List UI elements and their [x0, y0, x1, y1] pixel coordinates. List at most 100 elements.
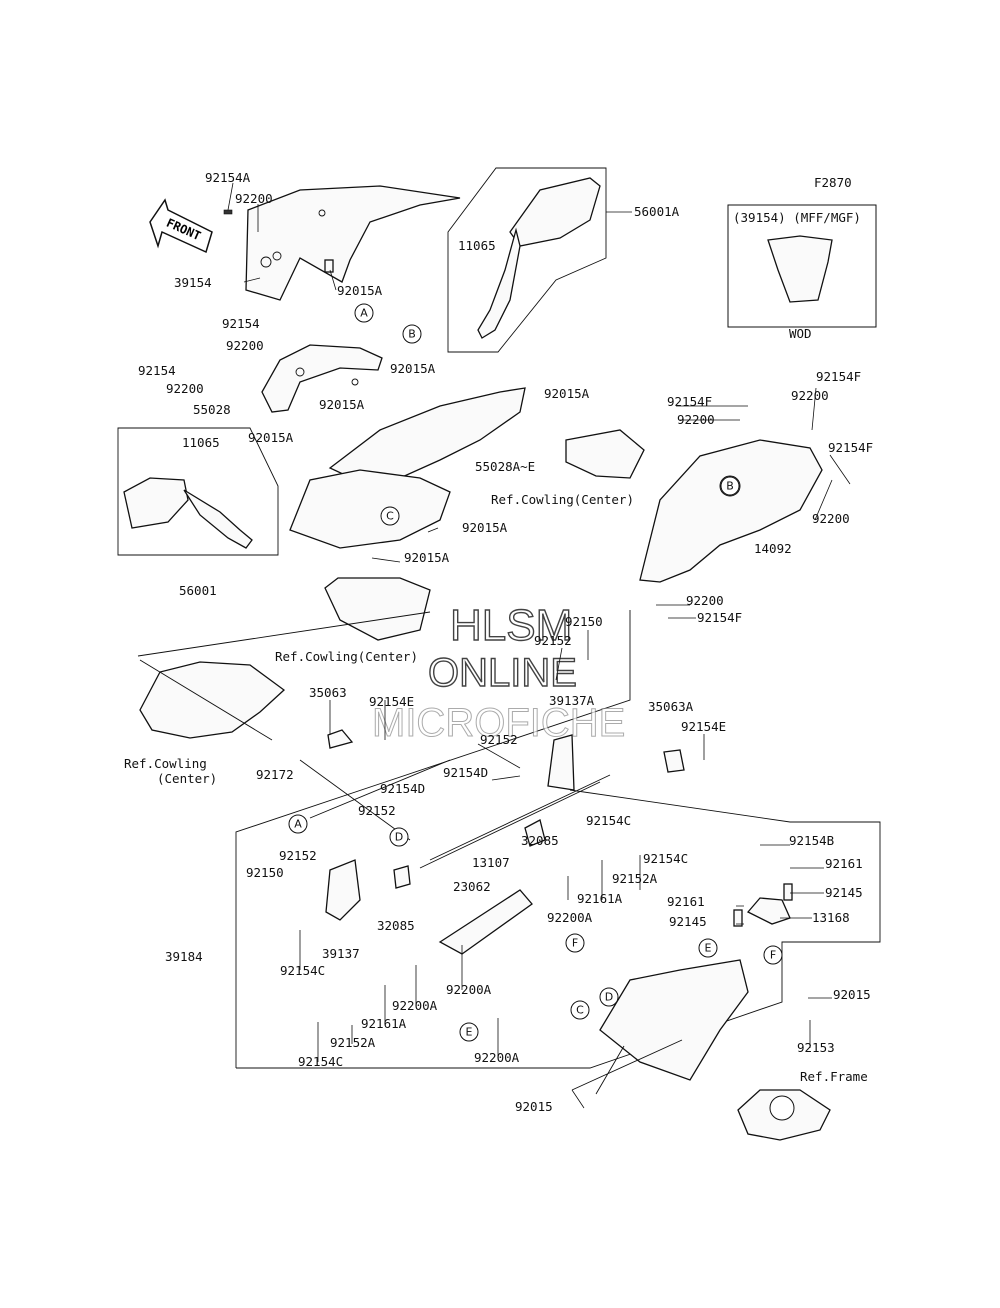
part-number: 92154C	[586, 813, 631, 828]
part-number: 92015	[515, 1099, 553, 1114]
part-number: 92161A	[577, 891, 623, 906]
part-number: 92145	[669, 914, 707, 929]
stay-brackets	[325, 729, 685, 955]
part-number: 92154C	[643, 851, 688, 866]
ref-cowling-center: Ref.Cowling(Center)	[275, 649, 418, 664]
part-number: 13168	[812, 910, 850, 925]
inset-caption: WOD	[789, 326, 812, 341]
inner-cowling-left	[261, 344, 383, 413]
marker-f: F	[572, 937, 578, 950]
part-number: 92154F	[828, 440, 873, 455]
part-number: 92154F	[697, 610, 742, 625]
lower-bracket-part	[599, 959, 831, 1141]
marker-b-2: B	[726, 480, 734, 493]
part-number: 92015A	[390, 361, 436, 376]
mirror-right-part	[447, 167, 607, 353]
part-number: 92015A	[248, 430, 294, 445]
part-number: 92152	[279, 848, 317, 863]
leader-lines	[299, 387, 851, 1109]
part-number: 56001	[179, 583, 217, 598]
part-number: 92154	[222, 316, 260, 331]
reference-markers: A B B C A D F F E D C E	[288, 303, 783, 1042]
part-number: 92154F	[816, 369, 861, 384]
marker-b: B	[408, 328, 416, 341]
part-number: 92200	[791, 388, 829, 403]
marker-a: A	[360, 307, 368, 320]
part-number: 92200A	[446, 982, 492, 997]
watermark: HLSM ONLINE MICROFICHE	[372, 600, 626, 745]
part-number: 32085	[521, 833, 559, 848]
marker-f-2: F	[770, 949, 776, 962]
marker-c: C	[386, 510, 394, 523]
part-number: 92154A	[205, 170, 251, 185]
part-number: 92152	[480, 732, 518, 747]
part-number: 32085	[377, 918, 415, 933]
svg-text:MICROFICHE: MICROFICHE	[372, 701, 625, 745]
part-number: 92154D	[443, 765, 488, 780]
marker-c-2: C	[576, 1004, 584, 1017]
marker-d: D	[395, 831, 403, 844]
marker-e-2: E	[466, 1026, 473, 1039]
part-number: 92200A	[547, 910, 593, 925]
part-number: 35063	[309, 685, 347, 700]
ref-frame: Ref.Frame	[800, 1069, 868, 1084]
mirror-left-part	[117, 427, 279, 556]
part-number: 92015	[833, 987, 871, 1002]
part-number: 39137	[322, 946, 360, 961]
part-number: 92161	[667, 894, 705, 909]
damper-bracket-part	[733, 883, 793, 927]
part-number: 92150	[565, 614, 603, 629]
part-number: 92200	[812, 511, 850, 526]
part-number: 14092	[754, 541, 792, 556]
part-number: 39184	[165, 949, 203, 964]
part-number: 55028A~E	[475, 459, 535, 474]
part-number: 92015A	[337, 283, 383, 298]
part-number: 92015A	[462, 520, 508, 535]
part-number: 92154B	[789, 833, 834, 848]
part-number: 92161	[825, 856, 863, 871]
upper-cowling	[289, 387, 526, 641]
marker-d-2: D	[605, 991, 613, 1004]
part-number: 92200	[166, 381, 204, 396]
inset-box: (39154) (MFF/MGF) WOD	[727, 204, 877, 341]
part-number: 23062	[453, 879, 491, 894]
part-number: 92154C	[298, 1054, 343, 1069]
svg-text:ONLINE: ONLINE	[428, 651, 577, 695]
part-number: 92200	[235, 191, 273, 206]
part-number: 92200A	[392, 998, 438, 1013]
part-number: 56001A	[634, 204, 680, 219]
windshield-variant-drawing	[767, 235, 833, 303]
ref-cowling-center: Ref.Cowling(Center)	[491, 492, 634, 507]
ref-cowling: Ref.Cowling	[124, 756, 207, 771]
part-number: 13107	[472, 855, 510, 870]
part-number: 11065	[458, 238, 496, 253]
part-number: 92200	[226, 338, 264, 353]
part-number: 92200A	[474, 1050, 520, 1065]
stay-frame-box	[235, 610, 881, 1069]
ref-cowling-center-line2: (Center)	[157, 771, 217, 786]
figure-code: F2870	[814, 175, 852, 190]
front-arrow-icon: FRONT	[149, 198, 213, 254]
part-number: 92154E	[681, 719, 726, 734]
part-number: 92154E	[369, 694, 414, 709]
part-number: 92152A	[612, 871, 658, 886]
part-number: 39154	[174, 275, 212, 290]
part-number: 92154F	[667, 394, 712, 409]
part-number: 92150	[246, 865, 284, 880]
part-number: 92015A	[544, 386, 590, 401]
part-number: 92152A	[330, 1035, 376, 1050]
svg-text:HLSM: HLSM	[450, 601, 572, 650]
lower-cowling-part	[137, 611, 431, 741]
part-number: 92200	[686, 593, 724, 608]
part-number: 92153	[797, 1040, 835, 1055]
part-number: 92015A	[319, 397, 365, 412]
part-number: 11065	[182, 435, 220, 450]
part-number: 92152	[358, 803, 396, 818]
part-number: 55028	[193, 402, 231, 417]
marker-e: E	[705, 942, 712, 955]
part-number: 92161A	[361, 1016, 407, 1031]
part-number: 92200	[677, 412, 715, 427]
part-number: 92154	[138, 363, 176, 378]
part-number-labels: 92154A 92200 39154 92015A 56001A 11065 9…	[138, 170, 873, 1114]
part-number: 92152	[534, 633, 572, 648]
